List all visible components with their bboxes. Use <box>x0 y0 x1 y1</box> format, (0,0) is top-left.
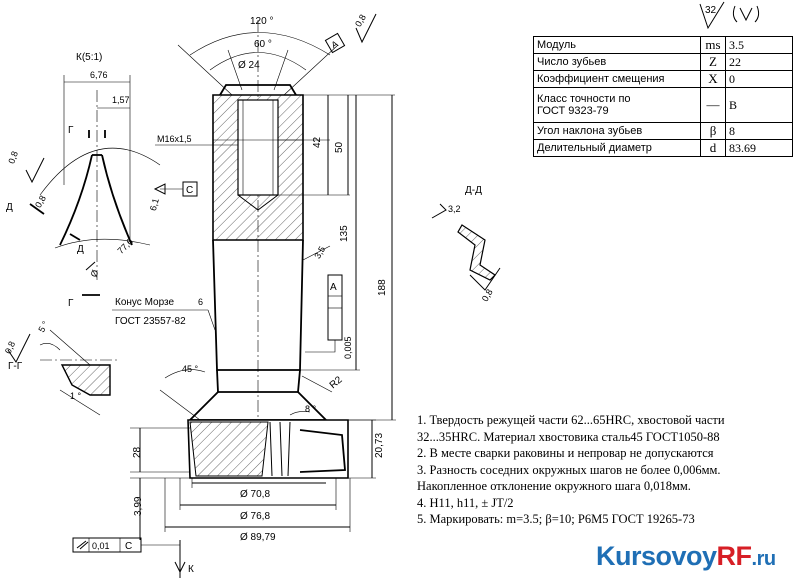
param-symbol: X <box>700 70 726 88</box>
thread-label: M16x1,5 <box>157 134 192 144</box>
table-row: Делительный диаметр d 83.69 <box>533 139 793 157</box>
section-letter-g-bottom: Г <box>68 298 74 309</box>
roughness-value: 32 <box>705 5 717 16</box>
dim-r2: R2 <box>328 374 345 391</box>
dim-776: 77,6 <box>116 236 135 255</box>
section-letter-d-left: Д <box>6 202 13 213</box>
dim-50: 50 <box>334 141 345 153</box>
param-value: B <box>725 87 793 123</box>
note-line: 5. Маркировать: m=3.5; β=10; Р6М5 ГОСТ 1… <box>417 512 695 526</box>
section-dd-title: Д-Д <box>465 185 482 196</box>
watermark-accent: RF <box>716 541 753 571</box>
runout-tolerance-frame: 0,01 C К <box>72 537 194 578</box>
tol-value-001: 0,01 <box>92 541 110 551</box>
param-symbol: d <box>700 139 726 157</box>
dim-35: 3,5 <box>312 244 327 260</box>
dim-135: 135 <box>339 225 350 242</box>
watermark-suffix: .ru <box>751 548 777 570</box>
dim-28: 28 <box>132 446 143 458</box>
roughness-k2: 0,8 <box>6 150 20 165</box>
note-line: 1. Твердость режущей части 62...65HRC, х… <box>417 413 725 427</box>
dim-diameter-24: Ø 24 <box>238 60 260 71</box>
section-dd: Д-Д 3,2 0,8 <box>431 185 501 303</box>
gost-label: ГОСТ 23557-82 <box>115 316 186 327</box>
roughness-dd2: 0,8 <box>480 287 495 303</box>
dim-dia-small: Ø <box>89 268 101 278</box>
param-symbol: — <box>700 87 726 123</box>
table-row: Угол наклона зубьев β 8 <box>533 122 793 140</box>
table-row: Коэффициент смещения X 0 <box>533 70 793 88</box>
dim-angle-5: 5 ° <box>36 319 50 334</box>
param-name: Коэффициент смещения <box>533 70 701 88</box>
datum-a-frame: A <box>330 282 337 293</box>
dim-angle-1: 1 ° <box>70 391 82 401</box>
param-value: 83.69 <box>725 139 793 157</box>
dim-angle-45: 45 ° <box>182 364 199 374</box>
watermark-main: Kursovoy <box>596 541 717 571</box>
gear-parameters-table: Модуль ms 3.5 Число зубьев Z 22 Коэффици… <box>533 36 793 157</box>
roughness-top-value: 0,8 <box>353 13 368 29</box>
roughness-gg: 0,8 <box>3 340 17 356</box>
table-row: Число зубьев Z 22 <box>533 53 793 71</box>
dim-dia-768: Ø 76,8 <box>240 511 270 522</box>
datum-a-top: A <box>330 39 340 51</box>
section-gg: Г-Г 0,8 5 ° 1 ° <box>3 319 120 416</box>
param-name: Класс точности по ГОСТ 9323-79 <box>533 87 701 123</box>
section-gg-title: Г-Г <box>8 361 23 372</box>
note-line: Накопленное отклонение окружного шага 0,… <box>417 479 691 493</box>
dim-42: 42 <box>312 136 323 148</box>
param-value: 0 <box>725 70 793 88</box>
note-line: 3. Разность соседних окружных шагов не б… <box>417 462 721 477</box>
roughness-dd: 3,2 <box>448 204 461 214</box>
dim-188: 188 <box>377 279 388 296</box>
dim-angle-120: 120 ° <box>250 16 273 27</box>
site-watermark: KursovoyRF.ru <box>596 541 776 572</box>
note-line: 4. H11, h11, ± JT/2 <box>417 495 514 510</box>
top-angle-dims: 120 ° 60 ° Ø 24 0,8 A <box>177 13 377 96</box>
param-value: 3.5 <box>725 36 793 54</box>
dim-399: 3,99 <box>133 496 144 516</box>
datum-c-k: C <box>186 185 193 196</box>
note-line: 2. В месте сварки раковины и непровар не… <box>417 446 714 460</box>
param-name: Делительный диаметр <box>533 139 701 157</box>
dim-angle-60: 60 ° <box>254 39 272 50</box>
morse-callout: Конус Морзе 6 ГОСТ 23557-82 <box>112 297 216 331</box>
dim-dia-708: Ø 70,8 <box>240 489 270 500</box>
section-letter-d-bottom: Д <box>77 244 84 255</box>
technical-notes: 1. Твердость режущей части 62...65HRC, х… <box>417 412 800 528</box>
datum-c-bottom: C <box>125 541 132 552</box>
dim-2073: 20,73 <box>374 433 385 458</box>
param-name: Угол наклона зубьев <box>533 122 701 140</box>
tol-0005: 0,005 <box>343 336 353 359</box>
note-line: 32...35HRC. Материал хвостовика сталь45 … <box>417 429 720 444</box>
param-name: Число зубьев <box>533 53 701 71</box>
dim-angle-8: 8 ° <box>305 404 317 414</box>
flange-angles: 45 ° 8 ° <box>159 364 317 421</box>
detail-k: К(5:1) 6,76 1,57 Г Г 0,8 0,8 Д Д 6,1 77,… <box>6 52 198 309</box>
shank-main-view <box>130 20 349 479</box>
gear-dims: 28 20,73 3,99 Ø 70,8 Ø 76,8 Ø 89,79 <box>130 419 385 543</box>
param-symbol: ms <box>700 36 726 54</box>
roughness-corner-mark: 32 <box>699 1 760 30</box>
dim-676: 6,76 <box>90 70 108 80</box>
param-symbol: Z <box>700 53 726 71</box>
view-letter-k: К <box>188 564 194 575</box>
dim-157: 1,57 <box>112 95 130 105</box>
param-symbol: β <box>700 122 726 140</box>
param-value: 8 <box>725 122 793 140</box>
section-letter-g-top: Г <box>68 125 74 136</box>
thread-callout: M16x1,5 <box>155 134 238 146</box>
table-row: Класс точности по ГОСТ 9323-79 — B <box>533 87 793 123</box>
param-name: Модуль <box>533 36 701 54</box>
param-value: 22 <box>725 53 793 71</box>
dim-dia-8979: Ø 89,79 <box>240 532 276 543</box>
dim-61: 6,1 <box>148 197 161 212</box>
morse-number: 6 <box>198 297 203 307</box>
table-row: Модуль ms 3.5 <box>533 36 793 54</box>
detail-k-title: К(5:1) <box>76 52 102 63</box>
morse-label: Конус Морзе <box>115 297 175 308</box>
